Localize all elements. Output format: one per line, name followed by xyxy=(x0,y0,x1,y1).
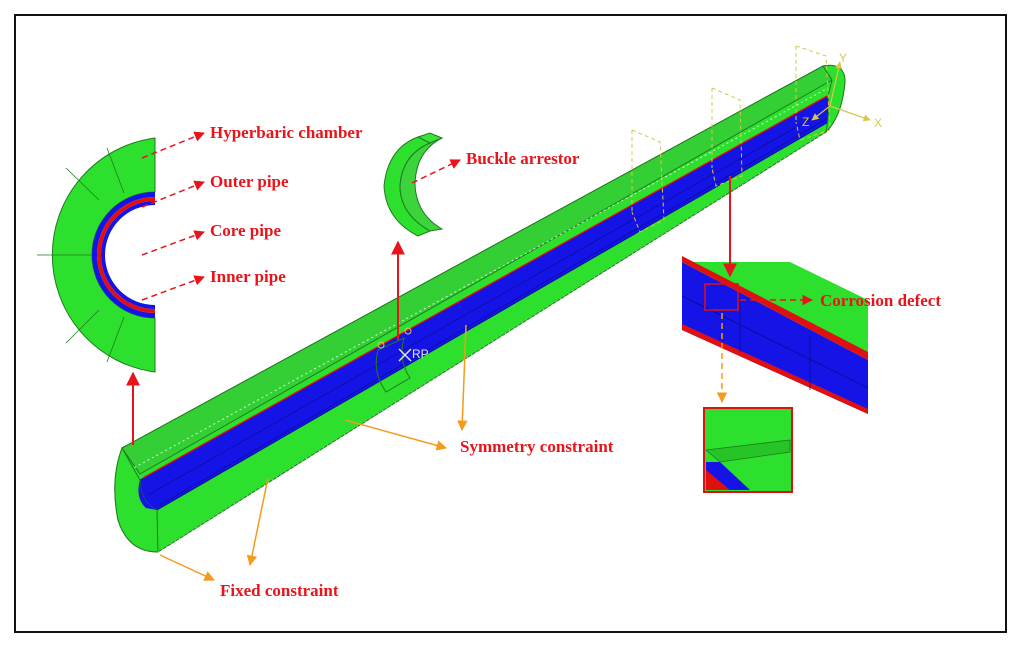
label-corrosion-defect: Corrosion defect xyxy=(820,291,941,310)
label-outer-pipe: Outer pipe xyxy=(210,172,289,191)
pipeline-3d-model: RP xyxy=(114,64,846,553)
figure-border xyxy=(14,14,1007,633)
label-symmetry-constraint: Symmetry constraint xyxy=(460,437,614,456)
label-core-pipe: Core pipe xyxy=(210,221,281,240)
corrosion-detail-inset xyxy=(703,407,793,493)
reference-point-label: RP xyxy=(412,347,429,361)
label-buckle-arrestor: Buckle arrestor xyxy=(466,149,580,168)
axis-z-label: Z xyxy=(802,115,809,129)
label-hyperbaric-chamber: Hyperbaric chamber xyxy=(210,123,363,142)
buckle-arrestor-model xyxy=(383,132,444,237)
axis-y-label: Y xyxy=(839,51,847,65)
label-fixed-constraint: Fixed constraint xyxy=(220,581,339,600)
axis-x-label: X xyxy=(874,116,882,130)
annotation-arrows xyxy=(126,131,814,581)
corrosion-zoom-inset xyxy=(681,256,869,414)
reference-point-marker: RP xyxy=(398,347,429,362)
partition-outlines xyxy=(631,45,831,233)
coordinate-axes: Y X Z xyxy=(802,51,882,130)
pipe-cross-section xyxy=(37,137,156,373)
label-inner-pipe: Inner pipe xyxy=(210,267,286,286)
